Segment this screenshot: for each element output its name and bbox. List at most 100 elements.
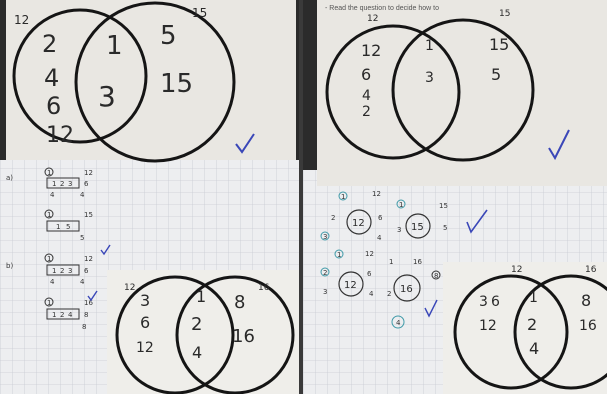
venn-circle-b [513, 274, 607, 390]
worksheet-header-text: - Read the question to decide how to [325, 5, 439, 12]
svg-text:3: 3 [425, 70, 434, 86]
svg-text:2: 2 [60, 180, 64, 188]
venn-circle-a [325, 24, 461, 160]
svg-text:12: 12 [84, 255, 93, 263]
svg-text:1: 1 [529, 290, 538, 306]
check-mark [100, 244, 111, 256]
svg-text:3: 3 [323, 233, 327, 241]
svg-text:15: 15 [411, 222, 424, 233]
svg-text:3: 3 [479, 294, 488, 310]
svg-text:8: 8 [434, 272, 438, 280]
svg-text:1: 1 [52, 311, 56, 319]
check-mark [548, 129, 570, 161]
svg-text:16: 16 [84, 299, 93, 307]
svg-text:15: 15 [499, 9, 510, 19]
svg-text:2: 2 [323, 269, 327, 277]
svg-text:15: 15 [84, 211, 93, 219]
venn-circle-b [391, 18, 535, 162]
venn-circle-b [74, 1, 236, 163]
factor-diagrams: 12 1 12 2 6 3 4 15 1 15 3 5 [320, 190, 488, 329]
svg-text:8: 8 [234, 292, 245, 313]
venn-value: 6 [46, 92, 61, 120]
svg-text:1: 1 [399, 201, 403, 209]
svg-text:1: 1 [341, 193, 345, 201]
svg-text:1: 1 [47, 255, 51, 263]
svg-text:12: 12 [344, 280, 357, 291]
svg-text:4: 4 [68, 311, 73, 319]
svg-text:12: 12 [84, 169, 93, 177]
svg-text:6: 6 [378, 214, 383, 222]
svg-text:3: 3 [68, 180, 72, 188]
svg-text:8: 8 [82, 323, 86, 331]
check-mark [466, 209, 488, 234]
check-mark [424, 299, 438, 318]
venn-value: 4 [44, 64, 59, 92]
venn-circle-a [115, 275, 235, 394]
venn-circle-a [12, 8, 148, 144]
right-photo-canvas: - Read the question to decide how to 12 … [303, 0, 607, 394]
svg-text:1: 1 [56, 223, 60, 231]
venn-value: 2 [42, 30, 57, 58]
svg-text:4: 4 [369, 290, 374, 298]
svg-text:12: 12 [479, 318, 497, 334]
svg-text:12: 12 [365, 250, 374, 258]
svg-text:12: 12 [511, 265, 522, 275]
svg-text:4: 4 [377, 234, 382, 242]
svg-text:b): b) [6, 262, 13, 270]
svg-text:1: 1 [389, 258, 393, 266]
factor-row: a) 1 1 2 3 4 12 6 4 [6, 167, 93, 199]
svg-text:3: 3 [323, 288, 327, 296]
svg-text:2: 2 [331, 214, 335, 222]
svg-text:3: 3 [397, 226, 401, 234]
svg-text:6: 6 [491, 294, 500, 310]
svg-text:4: 4 [50, 278, 55, 286]
venn-value: 12 [46, 123, 74, 148]
svg-text:8: 8 [581, 291, 591, 310]
venn-circle-b [175, 275, 295, 394]
svg-text:4: 4 [396, 319, 401, 327]
svg-text:1: 1 [337, 251, 341, 259]
venn-value: 1 [106, 31, 123, 61]
svg-text:12: 12 [372, 190, 381, 198]
svg-text:2: 2 [191, 314, 202, 335]
factor-diagram: 16 1 16 2 8 4 [387, 258, 441, 329]
svg-text:5: 5 [491, 65, 501, 84]
svg-text:16: 16 [232, 326, 255, 347]
svg-text:6: 6 [84, 180, 89, 188]
svg-text:5: 5 [80, 234, 84, 242]
venn-bottom-left: 12 16 3 6 12 1 2 4 8 16 [115, 275, 295, 394]
venn-bottom-right: 12 16 3 6 12 1 2 4 8 16 [453, 265, 607, 390]
factor-diagram: 12 1 12 2 6 3 4 [320, 249, 374, 298]
svg-text:4: 4 [362, 88, 371, 104]
factor-row: 1 1 5 15 5 [44, 209, 93, 242]
factor-rows: a) 1 1 2 3 4 12 6 4 1 1 5 15 5 [6, 167, 111, 331]
svg-text:1: 1 [52, 180, 56, 188]
svg-text:6: 6 [140, 313, 150, 332]
svg-text:2: 2 [362, 104, 371, 120]
check-mark [87, 290, 98, 302]
svg-text:4: 4 [80, 191, 85, 199]
svg-text:3: 3 [68, 267, 72, 275]
svg-text:1: 1 [425, 38, 434, 54]
left-photo-canvas: 12 15 2 4 6 12 1 3 5 15 a) 1 1 2 3 4 [0, 0, 299, 394]
factor-row: 1 1 2 4 8 16 8 [44, 297, 93, 331]
svg-text:5: 5 [443, 224, 447, 232]
svg-text:12: 12 [124, 283, 135, 293]
svg-text:6: 6 [361, 65, 371, 84]
svg-text:4: 4 [80, 278, 85, 286]
svg-text:12: 12 [361, 41, 381, 60]
worksheet-top-paper [317, 0, 607, 186]
svg-text:2: 2 [527, 315, 537, 334]
svg-text:12: 12 [136, 340, 154, 356]
svg-text:16: 16 [585, 265, 597, 275]
svg-text:12: 12 [352, 218, 365, 229]
svg-text:15: 15 [489, 35, 509, 54]
svg-text:4: 4 [192, 343, 202, 362]
worksheet-top-paper [6, 0, 296, 160]
venn-label-b: 15 [192, 6, 207, 20]
svg-text:12: 12 [367, 14, 378, 24]
svg-text:1: 1 [47, 299, 51, 307]
svg-text:6: 6 [84, 267, 89, 275]
svg-text:4: 4 [50, 191, 55, 199]
svg-text:16: 16 [579, 318, 597, 334]
